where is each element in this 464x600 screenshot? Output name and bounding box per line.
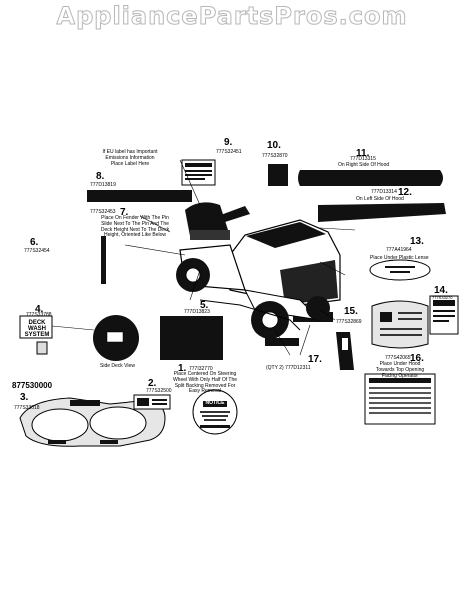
part-16-number: 777S42065 — [385, 355, 411, 361]
part-4-ref: 4. — [35, 304, 44, 315]
part-1-note: Place Centered On Steering Wheel With On… — [172, 371, 238, 395]
part-3-ref: 3. — [20, 392, 29, 403]
part-2-number: 777S32500 — [146, 388, 172, 394]
part-3-deck-decal — [19, 397, 166, 447]
part-9-number: 777S32451 — [216, 149, 242, 155]
part-12-ref: 12. — [398, 187, 412, 198]
part-1-ref: 1. — [178, 363, 187, 374]
part-6-number: 777S32454 — [24, 248, 50, 254]
part-4-fitting — [36, 341, 48, 355]
part-13-number: 777A41964 — [386, 247, 412, 253]
part-10-ref: 10. — [267, 140, 281, 151]
part-5-number: 777D13823 — [184, 309, 210, 315]
part-11-ref: 11. — [356, 148, 370, 159]
part-6-decal — [101, 236, 106, 284]
part-13-decal — [369, 259, 431, 281]
part-10-number: 777S32870 — [262, 153, 288, 159]
part-8-ref: 8. — [96, 171, 105, 182]
part-7-number: 777S32453 — [90, 209, 116, 215]
part-11-number: 777D13315 — [350, 156, 376, 162]
part-17-ref: 17. — [308, 354, 322, 365]
part-14-ref: 14. — [434, 285, 448, 296]
emission-note: If EU label has Important Emissions Info… — [102, 149, 158, 167]
part-1-number: 777I32770 — [189, 366, 213, 372]
part-6-ref: 6. — [30, 237, 39, 248]
part-8-number: 777D13819 — [90, 182, 116, 188]
part-5-decal — [160, 316, 223, 360]
part-11-decal — [298, 170, 443, 186]
part-2-ref: 2. — [148, 378, 157, 389]
tractor-illustration — [176, 202, 341, 339]
part-9-ref: 9. — [224, 137, 233, 148]
part-14-number: 777S33270 — [432, 295, 453, 300]
part-7-note: Place On Fender With The Pin Slide Next … — [100, 215, 170, 239]
part-15-decal — [336, 332, 354, 370]
part-16-decal — [371, 300, 429, 349]
deck-wash-logo-text: DECK WASH SYSTEM — [24, 320, 50, 338]
diagram-number: 877530000 — [12, 381, 53, 390]
notice-label: NOTICE — [205, 400, 225, 406]
part-4-number: 777S33788 — [26, 312, 52, 318]
part-12-number: 777D13314 — [371, 189, 397, 195]
watermark: AppliancePartsPros.com — [56, 2, 408, 31]
part-3-number: 777S33018 — [14, 405, 40, 411]
part-7-ref: 7. — [120, 207, 129, 218]
part-10-decal — [268, 164, 288, 186]
part-11-note: On Right Side Of Hood — [338, 162, 390, 168]
part-13-ref: 13. — [410, 236, 424, 247]
part-15-number: 777S32869 — [336, 319, 362, 325]
part-16-ref: 16. — [410, 353, 424, 364]
side-deck-view-label: Side Deck View — [100, 363, 135, 369]
part-17-number: (QTY 2) 777D12311 — [266, 365, 311, 371]
part-13-note: Place Under Plastic Lense — [370, 255, 429, 261]
part-5-ref: 5. — [200, 300, 209, 311]
part-15-ref: 15. — [344, 306, 358, 317]
part-12-note: On Left Side Of Hood — [356, 196, 404, 202]
part-8-decal — [87, 190, 192, 202]
part-16-note: Place Under Hood Towards Top Opening Fac… — [375, 361, 425, 379]
part-12-decal — [318, 203, 446, 222]
part-4-deck-wash-logo — [19, 315, 53, 339]
